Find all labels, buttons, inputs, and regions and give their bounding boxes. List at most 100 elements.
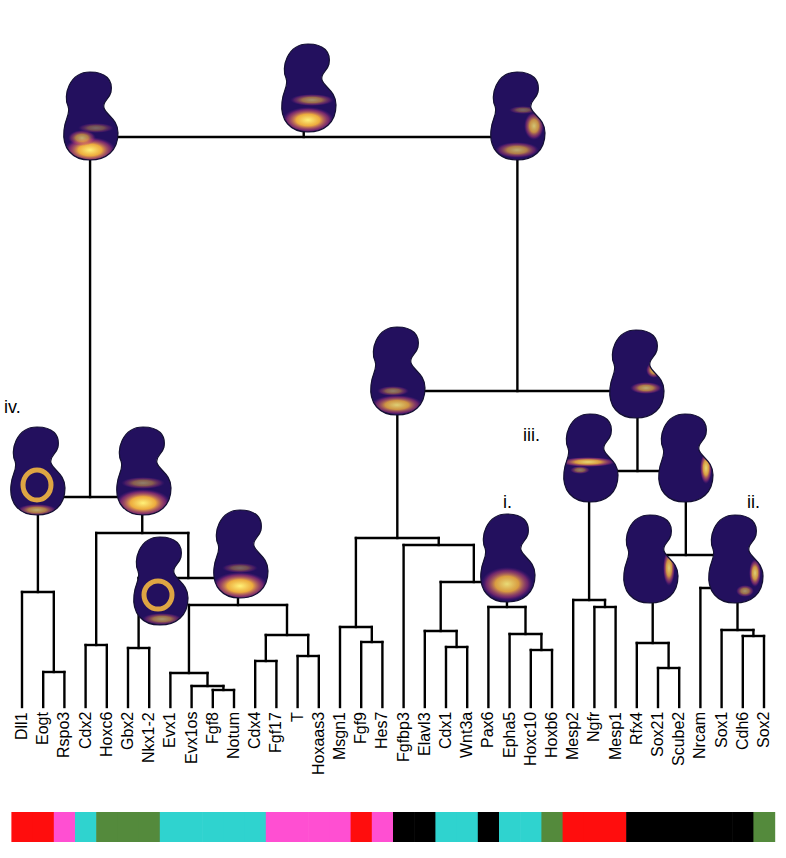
expression-spot: [560, 457, 616, 467]
category-cell: [75, 812, 97, 842]
tree-branch: [720, 630, 722, 707]
tree-branch: [516, 137, 518, 391]
category-cell: [457, 812, 479, 842]
tree-branch: [752, 630, 754, 636]
embryo-signal: [115, 477, 171, 517]
gene-label: Dll1: [13, 712, 31, 740]
tree-branch: [371, 627, 373, 642]
tree-branch: [614, 607, 616, 707]
embryo-heatmap: [115, 427, 171, 517]
gene-label: Sox2: [755, 712, 773, 748]
category-cell: [753, 812, 775, 842]
tree-branch: [339, 627, 341, 707]
tree-branch: [296, 656, 298, 707]
embryo-outline: [117, 427, 171, 515]
category-cell: [435, 812, 457, 842]
tree-branch: [667, 643, 669, 668]
category-cell: [96, 812, 118, 842]
tree-branch: [763, 636, 765, 707]
embryo-signal: [736, 559, 761, 597]
embryo-outline: [564, 414, 618, 502]
tree-branch: [84, 645, 86, 707]
embryo-signal: [212, 563, 268, 600]
category-cell: [393, 812, 415, 842]
tree-branch: [487, 607, 489, 707]
category-cell: [732, 812, 754, 842]
tree-branch: [318, 656, 320, 707]
embryo-outline: [481, 514, 535, 602]
category-cell: [372, 812, 394, 842]
tree-branch: [540, 634, 542, 650]
embryo-heatmap: [709, 515, 763, 603]
gene-label: Fgfbp3: [395, 712, 413, 762]
embryo-body: [610, 330, 664, 418]
tree-branch: [473, 545, 475, 582]
category-bar: [11, 812, 775, 842]
expression-spot: [78, 123, 114, 133]
embryo-outline: [624, 515, 678, 603]
expression-spot: [282, 107, 334, 133]
category-cell: [499, 812, 521, 842]
tree-branch: [508, 634, 510, 707]
gene-label: Wnt3a: [458, 712, 476, 758]
embryo-signal: [663, 550, 675, 586]
category-cell: [414, 812, 436, 842]
embryo-signal: [142, 581, 182, 625]
category-cell: [584, 812, 606, 842]
embryo-outline: [659, 414, 713, 502]
gene-label: Fgf8: [204, 712, 222, 744]
tree-branch: [21, 592, 23, 707]
tree-branch: [657, 668, 659, 707]
category-cell: [605, 812, 627, 842]
category-cell: [329, 812, 351, 842]
gene-label: Epha5: [501, 712, 519, 758]
gene-label: Scube2: [670, 712, 688, 766]
embryo-body: [709, 515, 763, 603]
embryo-heatmap: [371, 327, 425, 415]
gene-label: Rfx4: [628, 712, 646, 745]
tree-branch: [222, 686, 224, 690]
category-cell: [266, 812, 288, 842]
gene-label: Sox21: [649, 712, 667, 757]
tree-branch: [678, 668, 680, 707]
embryo-outline: [491, 72, 545, 160]
expression-spot: [630, 382, 662, 394]
embryo-signal: [700, 452, 712, 484]
category-cell: [245, 812, 267, 842]
gene-label: Gbx2: [119, 712, 137, 750]
gene-label: Hoxaas3: [310, 712, 328, 775]
embryo-heatmap: [659, 414, 713, 502]
tree-branch: [466, 647, 468, 707]
gene-label: Cdx2: [77, 712, 95, 749]
tree-branch: [360, 642, 362, 707]
category-cell: [117, 812, 139, 842]
category-cell: [308, 812, 330, 842]
embryo-signal: [17, 470, 57, 516]
gene-label: Mesp2: [564, 712, 582, 760]
embryo-body: [491, 72, 545, 160]
category-cell: [287, 812, 309, 842]
embryo-heatmap: [11, 427, 65, 516]
gene-label: Sox1: [713, 712, 731, 748]
embryo-heatmap: [560, 414, 618, 502]
embryo-signal: [630, 362, 662, 394]
gene-label: T: [289, 712, 307, 722]
embryo-maps: [11, 44, 763, 625]
gene-label: Cdh6: [734, 712, 752, 750]
gene-label: Mesp1: [607, 712, 625, 760]
gene-label: Rspo3: [55, 712, 73, 758]
embryo-outline: [134, 537, 188, 625]
embryo-outline: [11, 427, 65, 515]
tree-branch: [53, 592, 55, 672]
category-cell: [647, 812, 669, 842]
gene-label: Nrcam: [691, 712, 709, 759]
expression-spot: [17, 504, 57, 516]
cluster-numeral: i.: [503, 492, 512, 513]
tree-branch: [455, 631, 457, 647]
gene-label: Cdx1: [437, 712, 455, 749]
tree-branch: [275, 661, 277, 707]
tree-branch: [190, 686, 192, 707]
expression-spot: [646, 362, 662, 378]
category-cell: [351, 812, 373, 842]
